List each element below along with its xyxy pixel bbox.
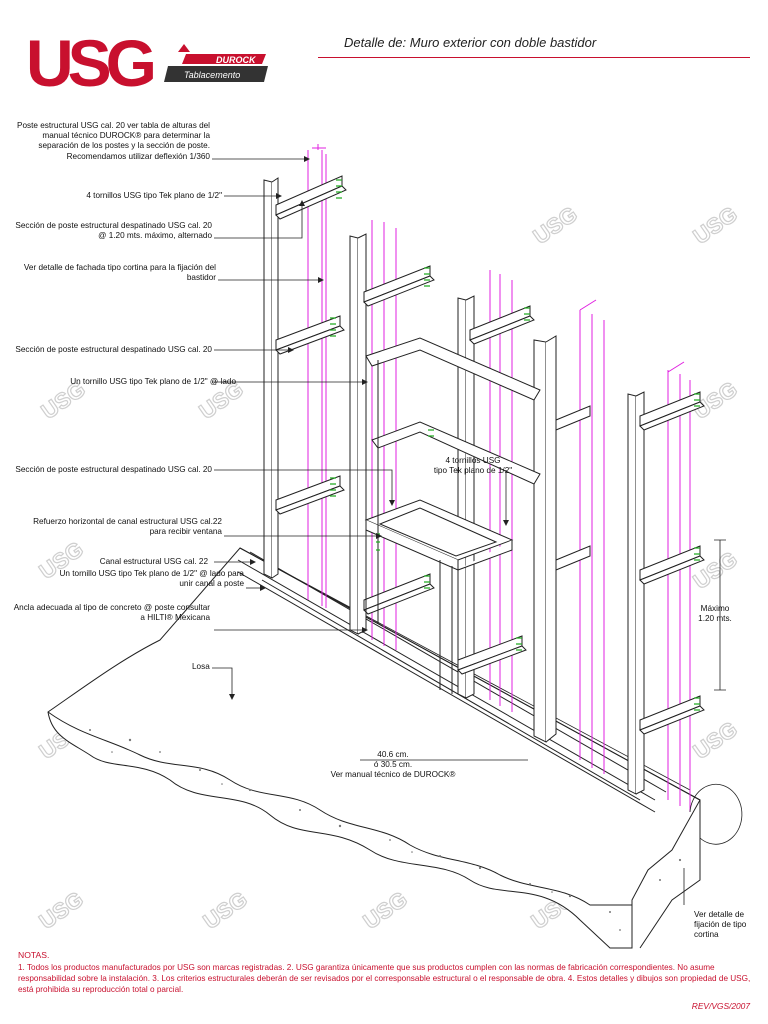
notes-heading: NOTAS.: [18, 950, 50, 960]
horizontal-braces: [275, 175, 705, 735]
label-losa: Losa: [192, 662, 210, 671]
durock-sub-text: Tablacemento: [184, 70, 240, 80]
watermark-4: USG: [529, 201, 582, 249]
outer-frame-studs: [307, 144, 691, 812]
label-tornillo-lado: Un tornillo USG tipo Tek plano de 1/2" @…: [70, 377, 236, 386]
revision-code: REV/VGS/2007: [691, 1001, 750, 1011]
usg-logo: USG: [26, 26, 160, 100]
label-maximo: Máximo 1.20 mts.: [698, 604, 732, 624]
label-ancla: Ancla adecuada al tipo de concreto @ pos…: [13, 603, 210, 623]
watermark-13: USG: [359, 886, 412, 934]
label-seccion-alternado: Sección de poste estructural despatinado…: [15, 221, 212, 241]
notes-text: 1. Todos los productos manufacturados po…: [18, 963, 751, 994]
label-tornillos-4-center: 4 tornillos USG tipo Tek plano de 1/2": [433, 456, 513, 476]
leader-lines: [212, 158, 743, 905]
label-canal: Canal estructural USG cal. 22: [99, 557, 208, 566]
header-rule: [318, 57, 750, 58]
watermark-11: USG: [35, 886, 88, 934]
label-refuerzo: Refuerzo horizontal de canal estructural…: [33, 517, 222, 537]
label-poste-estructural: Poste estructural USG cal. 20 ver tabla …: [17, 121, 210, 161]
durock-text: DUROCK: [216, 55, 257, 65]
leader-arrows: [229, 156, 509, 700]
concrete-texture: [89, 729, 682, 931]
label-fachada: Ver detalle de fachada tipo cortina para…: [23, 263, 216, 283]
label-separacion: 40.6 cm. ó 30.5 cm. Ver manual técnico d…: [330, 750, 456, 780]
watermark-5: USG: [689, 201, 742, 249]
window-reinforcement: [364, 337, 541, 694]
label-seccion-2: Sección de poste estructural despatinado…: [15, 465, 212, 474]
label-seccion-1: Sección de poste estructural despatinado…: [15, 345, 212, 354]
watermark-12: USG: [199, 886, 252, 934]
screw-markers: [330, 179, 700, 711]
watermark-10: USG: [689, 716, 742, 764]
label-ver-detalle: Ver detalle de fijación de tipo cortina: [694, 910, 747, 940]
inner-frame-studs: [263, 177, 645, 795]
label-tornillos-4: 4 tornillos USG tipo Tek plano de 1/2": [86, 191, 222, 200]
page-title: Detalle de: Muro exterior con doble bast…: [344, 35, 597, 50]
label-tornillo-canal: Un tornillo USG tipo Tek plano de 1/2" @…: [59, 569, 244, 589]
durock-logo: DUROCK Tablacemento: [164, 44, 268, 82]
usg-logo-text: USG: [26, 26, 154, 100]
